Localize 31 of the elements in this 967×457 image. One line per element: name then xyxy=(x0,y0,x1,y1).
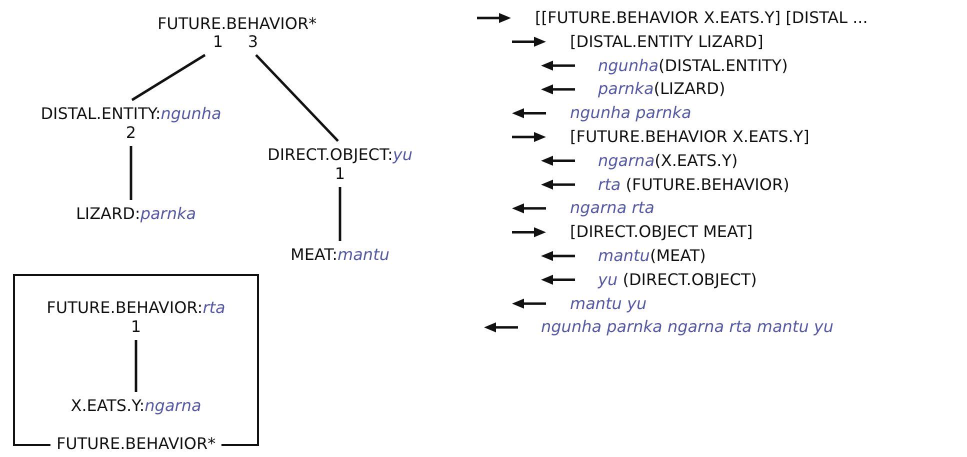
tree-node-label: DISTAL.ENTITY:ngunha xyxy=(40,104,222,124)
tree-branch-line xyxy=(134,340,138,392)
slot-number: 3 xyxy=(248,33,258,51)
derivation-step: mantu yu xyxy=(570,294,647,314)
tree-branch-line xyxy=(131,54,206,102)
tree-branch-line xyxy=(255,54,339,142)
derivation-step: ngunha(DISTAL.ENTITY) xyxy=(598,56,788,76)
derivation-step: rta (FUTURE.BEHAVIOR) xyxy=(598,174,790,195)
derivation-step: ngarna rta xyxy=(570,198,654,218)
tree-node-label: X.EATS.Y:ngarna xyxy=(70,396,202,416)
derivation-step: [DISTAL.ENTITY LIZARD] xyxy=(570,32,764,52)
derivation-step: yu (DIRECT.OBJECT) xyxy=(598,270,757,290)
derivation-step: ngunha parnka xyxy=(570,103,692,124)
derivation-step: ngunha parnka ngarna rta mantu yu xyxy=(541,317,834,338)
derivation-step: [DIRECT.OBJECT MEAT] xyxy=(570,222,753,242)
derivation-step: parnka(LIZARD) xyxy=(598,79,726,100)
tree-node-label: MEAT:mantu xyxy=(290,245,390,265)
slot-number: 2 xyxy=(126,124,136,142)
tree-node-label: LIZARD:parnka xyxy=(76,204,196,224)
tree-branch-line xyxy=(130,146,132,200)
tree-node-label: DIRECT.OBJECT:yu xyxy=(268,145,412,165)
derivation-step: ngarna(X.EATS.Y) xyxy=(598,150,738,171)
tree-branch-line xyxy=(338,187,342,241)
slot-number: 1 xyxy=(334,165,346,183)
derivation-step: mantu(MEAT) xyxy=(598,246,706,266)
derivation-step: [FUTURE.BEHAVIOR X.EATS.Y] xyxy=(570,127,810,147)
slot-number: 1 xyxy=(212,33,224,51)
tree-node-label: FUTURE.BEHAVIOR* xyxy=(157,14,317,34)
tree-node-label: FUTURE.BEHAVIOR:rta xyxy=(46,298,226,318)
derivation-step: [[FUTURE.BEHAVIOR X.EATS.Y] [DISTAL ... xyxy=(535,8,868,28)
slot-number: 1 xyxy=(130,318,142,336)
